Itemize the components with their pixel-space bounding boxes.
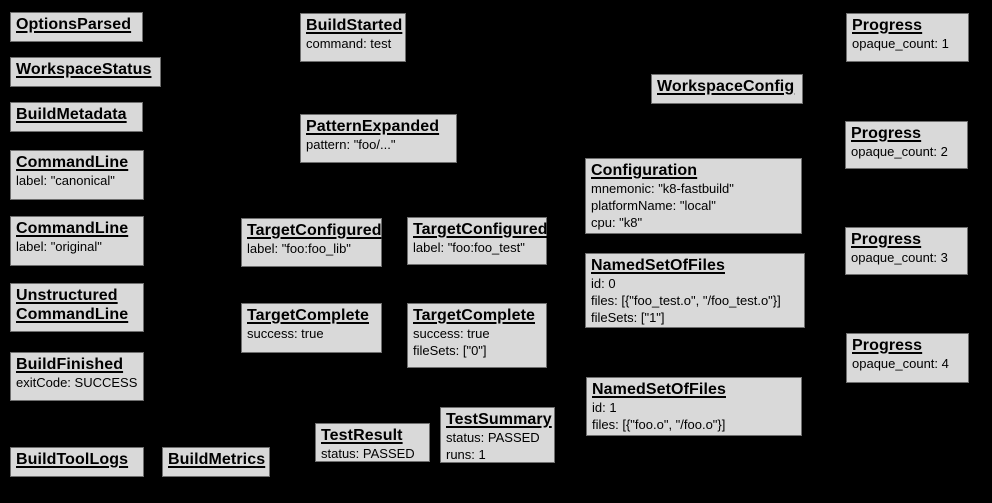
event-node-field: success: true xyxy=(247,325,324,341)
event-node-field: files: [{"foo.o", "/foo.o"}] xyxy=(592,416,726,432)
event-node-title: BuildStarted xyxy=(306,17,403,34)
event-node-field: fileSets: ["1"] xyxy=(591,309,665,325)
event-node-field: mnemonic: "k8-fastbuild" xyxy=(591,180,734,196)
event-node-field: label: "foo:foo_test" xyxy=(413,239,525,255)
event-node-title: OptionsParsed xyxy=(16,16,132,33)
event-node-options-parsed: OptionsParsed xyxy=(10,12,143,42)
event-node-field: status: PASSED xyxy=(446,429,540,445)
event-node-title: Configuration xyxy=(591,162,698,179)
event-node-title: TargetComplete xyxy=(413,307,536,324)
event-node-title: NamedSetOfFiles xyxy=(591,257,725,274)
event-node-title: NamedSetOfFiles xyxy=(592,381,726,398)
event-node-workspace-status: WorkspaceStatus xyxy=(10,57,161,87)
event-node-title: BuildFinished xyxy=(16,356,124,373)
event-node-build-metadata: BuildMetadata xyxy=(10,102,143,132)
event-node-title: CommandLine xyxy=(16,220,129,237)
event-node-title: Progress xyxy=(851,231,922,248)
event-node-field: pattern: "foo/..." xyxy=(306,136,396,152)
event-node-field: opaque_count: 1 xyxy=(852,35,949,51)
event-node-field: command: test xyxy=(306,35,392,51)
event-node-field: success: true xyxy=(413,325,490,341)
event-node-field: runs: 1 xyxy=(446,446,486,462)
event-node-build-metrics: BuildMetrics xyxy=(162,447,270,477)
event-node-field: status: PASSED xyxy=(321,445,415,461)
event-node-field: platformName: "local" xyxy=(591,197,716,213)
event-node-title: CommandLine xyxy=(16,154,129,171)
event-node-title: Progress xyxy=(852,337,923,354)
event-node-title: PatternExpanded xyxy=(306,118,440,135)
event-node-field: id: 0 xyxy=(591,275,616,291)
event-node-field: label: "canonical" xyxy=(16,172,115,188)
event-node-title: BuildMetrics xyxy=(168,451,266,468)
event-node-field: label: "foo:foo_lib" xyxy=(247,240,351,256)
event-node-field: fileSets: ["0"] xyxy=(413,342,487,358)
event-node-title: TestResult xyxy=(321,427,403,444)
event-node-field: opaque_count: 2 xyxy=(851,143,948,159)
event-node-title: Progress xyxy=(852,17,923,34)
event-node-title: TestSummary xyxy=(446,411,552,428)
event-node-field: label: "original" xyxy=(16,238,102,254)
event-node-title: Progress xyxy=(851,125,922,142)
event-node-field: opaque_count: 3 xyxy=(851,249,948,265)
event-node-title: TargetComplete xyxy=(247,307,370,324)
event-node-field: opaque_count: 4 xyxy=(852,355,949,371)
event-node-field: exitCode: SUCCESS xyxy=(16,374,138,390)
event-node-title: Unstructured CommandLine xyxy=(16,287,129,323)
event-node-workspace-config: WorkspaceConfig xyxy=(651,74,803,104)
event-node-unstructured-command-line: Unstructured CommandLine xyxy=(10,283,144,332)
event-node-field: files: [{"foo_test.o", "/foo_test.o"}] xyxy=(591,292,781,308)
event-node-build-tool-logs: BuildToolLogs xyxy=(10,447,144,477)
event-node-title: TargetConfigured xyxy=(413,221,548,238)
event-node-title: WorkspaceStatus xyxy=(16,61,152,78)
event-node-field: cpu: "k8" xyxy=(591,214,643,230)
event-node-title: WorkspaceConfig xyxy=(657,78,795,95)
event-node-title: BuildMetadata xyxy=(16,106,127,123)
event-node-title: BuildToolLogs xyxy=(16,451,129,468)
event-node-field: id: 1 xyxy=(592,399,617,415)
event-node-title: TargetConfigured xyxy=(247,222,382,239)
